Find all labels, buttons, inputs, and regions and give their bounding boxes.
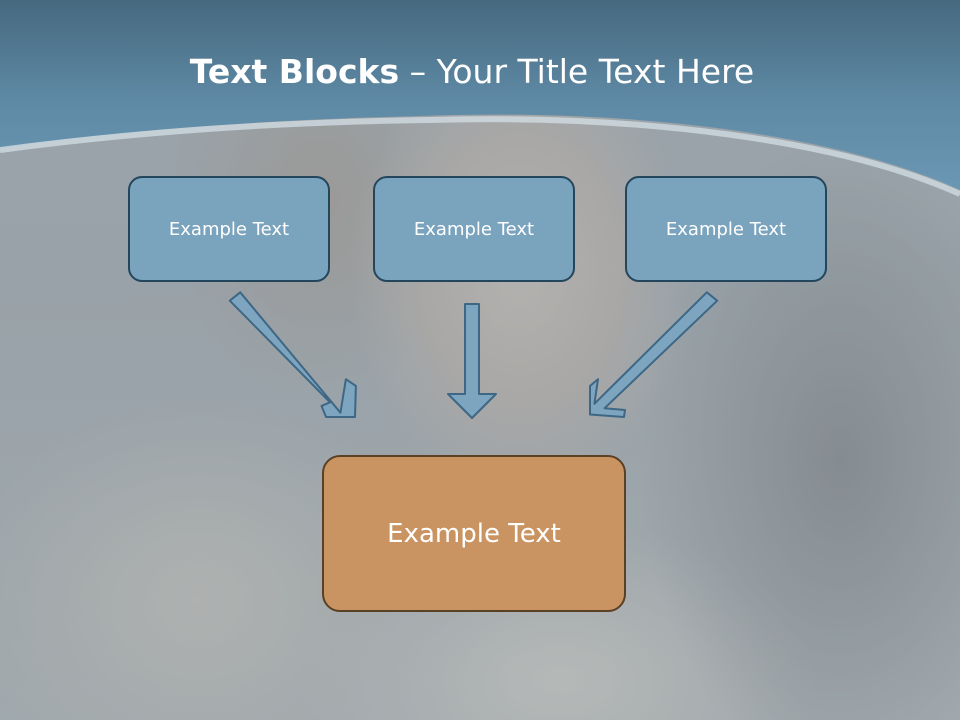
arrow-right (589, 291, 719, 418)
target-block[interactable]: Example Text (322, 455, 626, 612)
header-band (0, 0, 960, 197)
title-dash: – (399, 52, 437, 91)
arrow-left (228, 291, 357, 418)
arrow-center (447, 303, 497, 419)
text-block-1[interactable]: Example Text (128, 176, 330, 282)
text-block-3[interactable]: Example Text (625, 176, 827, 282)
text-block-2[interactable]: Example Text (373, 176, 575, 282)
page-title: Text Blocks – Your Title Text Here (0, 52, 944, 91)
title-rest: Your Title Text Here (436, 52, 755, 91)
header-shape (0, 0, 960, 190)
header-swoosh (0, 116, 960, 197)
title-bold: Text Blocks (189, 52, 400, 91)
